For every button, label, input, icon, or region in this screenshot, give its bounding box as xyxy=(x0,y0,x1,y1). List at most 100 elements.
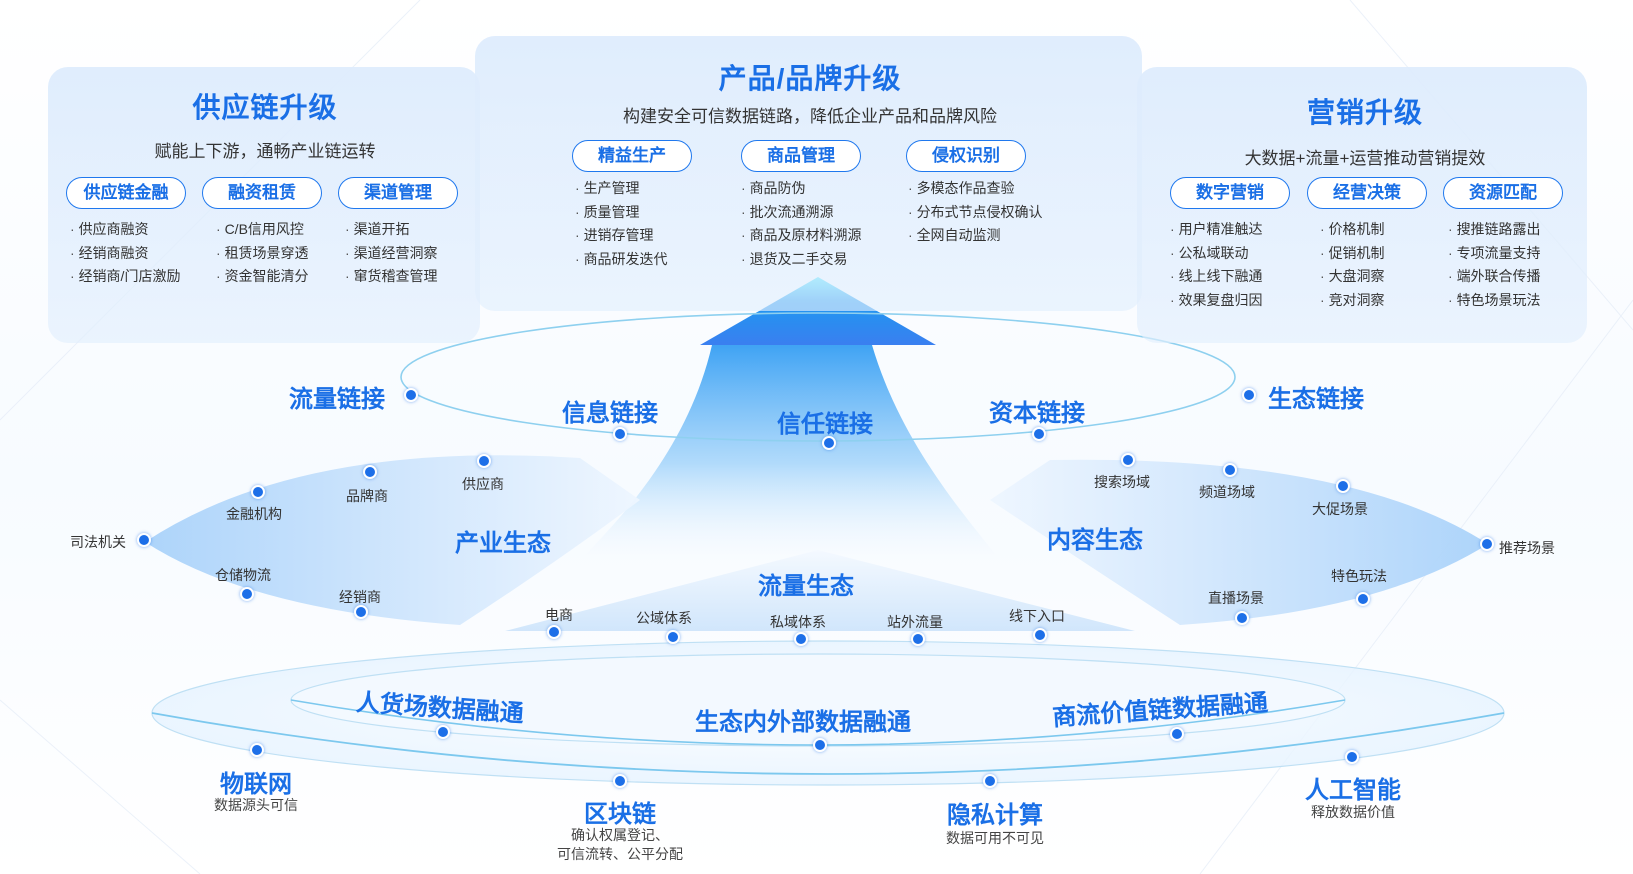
node-label-distributor: 经销商 xyxy=(339,589,381,605)
list-item: 线上线下融通 xyxy=(1170,265,1263,289)
tech-desc-privacy-computing: 数据可用不可见 xyxy=(946,830,1044,846)
tech-dot xyxy=(613,774,627,788)
link-dot xyxy=(613,427,627,441)
pill-digital-marketing[interactable]: 数字营销 xyxy=(1170,177,1290,209)
node-label-featured-play: 特色玩法 xyxy=(1331,568,1387,584)
tech-dot xyxy=(983,774,997,788)
pill-supply-chain-finance[interactable]: 供应链金融 xyxy=(66,177,186,209)
list-item: 商品防伪 xyxy=(741,177,862,201)
pill-channel-management[interactable]: 渠道管理 xyxy=(338,177,458,209)
node-label-brand: 品牌商 xyxy=(346,488,388,504)
link-dot xyxy=(1242,388,1256,402)
list-item: 渠道开拓 xyxy=(345,218,438,242)
list-item: 特色场景玩法 xyxy=(1448,289,1541,313)
tech-desc-ai: 释放数据价值 xyxy=(1311,804,1395,820)
node-label-live-scene: 直播场景 xyxy=(1208,590,1264,606)
list-item: 渠道经营洞察 xyxy=(345,242,438,266)
arrow-head xyxy=(700,277,936,345)
list-item: 窜货稽查管理 xyxy=(345,265,438,289)
list-item: 分布式节点侵权确认 xyxy=(908,201,1043,225)
pill-finance-lease[interactable]: 融资租赁 xyxy=(202,177,322,209)
node-label-channel-field: 频道场域 xyxy=(1199,484,1255,500)
supply-chain-finance-list: 供应商融资 经销商融资 经销商/门店激励 xyxy=(70,218,181,289)
node-label-offsite-traffic: 站外流量 xyxy=(887,614,943,630)
goods-management-list: 商品防伪 批次流通溯源 商品及原材料溯源 退货及二手交易 xyxy=(741,177,862,271)
link-label-information: 信息链接 xyxy=(562,400,658,427)
node-dot xyxy=(363,465,377,479)
pill-resource-matching[interactable]: 资源匹配 xyxy=(1443,177,1563,209)
node-dot xyxy=(240,587,254,601)
node-dot xyxy=(666,630,680,644)
digital-marketing-list: 用户精准触达 公私域联动 线上线下融通 效果复盘归因 xyxy=(1170,218,1263,312)
node-label-promotion-scene: 大促场景 xyxy=(1312,501,1368,517)
pill-infringement-identification[interactable]: 侵权识别 xyxy=(906,140,1026,172)
industry-eco-title: 产业生态 xyxy=(455,530,551,557)
node-dot xyxy=(911,632,925,646)
supply-chain-title: 供应链升级 xyxy=(192,92,338,123)
product-brand-title: 产品/品牌升级 xyxy=(718,63,902,94)
list-item: 资金智能清分 xyxy=(216,265,309,289)
list-item: 经销商/门店激励 xyxy=(70,265,181,289)
list-item: 供应商融资 xyxy=(70,218,180,242)
traffic-eco-shape xyxy=(505,550,1135,631)
list-item: 公私域联动 xyxy=(1170,242,1263,266)
pill-business-decision[interactable]: 经营决策 xyxy=(1307,177,1427,209)
list-item: 全网自动监测 xyxy=(908,224,1043,248)
link-label-traffic: 流量链接 xyxy=(289,386,385,413)
arrow-shaft xyxy=(580,345,1000,560)
business-decision-list: 价格机制 促销机制 大盘洞察 竞对洞察 xyxy=(1320,218,1385,312)
traffic-eco-title: 流量生态 xyxy=(758,573,854,600)
node-dot xyxy=(1235,611,1249,625)
list-item: 生产管理 xyxy=(575,177,668,201)
pill-goods-management[interactable]: 商品管理 xyxy=(741,140,861,172)
list-item: 商品研发迭代 xyxy=(575,248,668,272)
list-item: 促销机制 xyxy=(1320,242,1385,266)
node-dot xyxy=(1121,453,1135,467)
marketing-subtitle: 大数据+流量+运营推动营销提效 xyxy=(1244,149,1486,168)
link-dot xyxy=(822,436,836,450)
list-item: 用户精准触达 xyxy=(1170,218,1263,242)
node-dot xyxy=(251,485,265,499)
tech-name-ai: 人工智能 xyxy=(1305,777,1401,804)
list-item: 价格机制 xyxy=(1320,218,1385,242)
node-dot xyxy=(547,625,561,639)
fusion-label-internal-external: 生态内外部数据融通 xyxy=(695,709,911,736)
node-dot xyxy=(1223,463,1237,477)
content-eco-shape xyxy=(990,459,1488,625)
tech-dot xyxy=(1345,750,1359,764)
node-label-warehouse-logistics: 仓储物流 xyxy=(215,567,271,583)
node-dot xyxy=(1033,628,1047,642)
list-item: 效果复盘归因 xyxy=(1170,289,1263,313)
supply-chain-subtitle: 赋能上下游，通畅产业链运转 xyxy=(154,142,376,161)
node-dot xyxy=(354,605,368,619)
resource-matching-list: 搜推链路露出 专项流量支持 端外联合传播 特色场景玩法 xyxy=(1448,218,1541,312)
list-item: 大盘洞察 xyxy=(1320,265,1385,289)
link-label-ecosystem: 生态链接 xyxy=(1268,386,1364,413)
link-ring xyxy=(400,312,1236,442)
tech-desc-blockchain: 确认权属登记、 可信流转、公平分配 xyxy=(557,827,683,862)
node-dot xyxy=(1480,537,1494,551)
node-label-judiciary: 司法机关 xyxy=(70,534,126,550)
link-dot xyxy=(1032,427,1046,441)
tech-name-blockchain: 区块链 xyxy=(584,801,656,828)
node-label-ecommerce: 电商 xyxy=(545,607,573,623)
finance-lease-list: C/B信用风控 租赁场景穿透 资金智能清分 xyxy=(216,218,309,289)
channel-management-list: 渠道开拓 渠道经营洞察 窜货稽查管理 xyxy=(345,218,438,289)
list-item: 进销存管理 xyxy=(575,224,668,248)
infringement-identification-list: 多模态作品查验 分布式节点侵权确认 全网自动监测 xyxy=(908,177,1043,248)
node-dot xyxy=(137,533,151,547)
lean-production-list: 生产管理 质量管理 进销存管理 商品研发迭代 xyxy=(575,177,668,271)
link-label-trust: 信任链接 xyxy=(777,411,873,438)
node-label-financial-institution: 金融机构 xyxy=(226,506,282,522)
node-dot xyxy=(477,454,491,468)
tech-name-iot: 物联网 xyxy=(220,771,292,798)
node-label-public-domain: 公域体系 xyxy=(636,610,692,626)
tech-dot xyxy=(250,743,264,757)
pill-lean-production[interactable]: 精益生产 xyxy=(572,140,692,172)
industry-eco-shape xyxy=(145,455,640,625)
list-item: 批次流通溯源 xyxy=(741,201,862,225)
link-dot xyxy=(404,388,418,402)
list-item: 竞对洞察 xyxy=(1320,289,1385,313)
fusion-dot xyxy=(813,738,827,752)
